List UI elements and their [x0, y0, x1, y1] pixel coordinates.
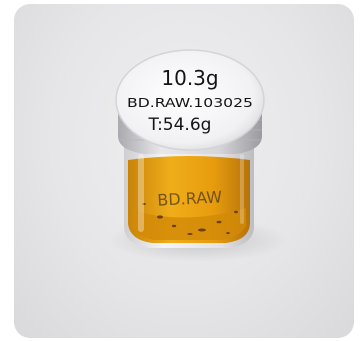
jar-side-label: BD.RAW	[157, 187, 223, 209]
jar-photo: BD.RAW 10.3g BD.RAW.103025 T:54.6g	[108, 49, 288, 262]
lid-label-batch: BD.RAW.103025	[127, 96, 253, 110]
lid-label-total: T:54.6g	[148, 115, 212, 135]
photo-card: BD.RAW 10.3g BD.RAW.103025 T:54.6g	[14, 4, 354, 338]
lid-label-weight: 10.3g	[161, 66, 218, 90]
lid-top	[115, 49, 265, 151]
